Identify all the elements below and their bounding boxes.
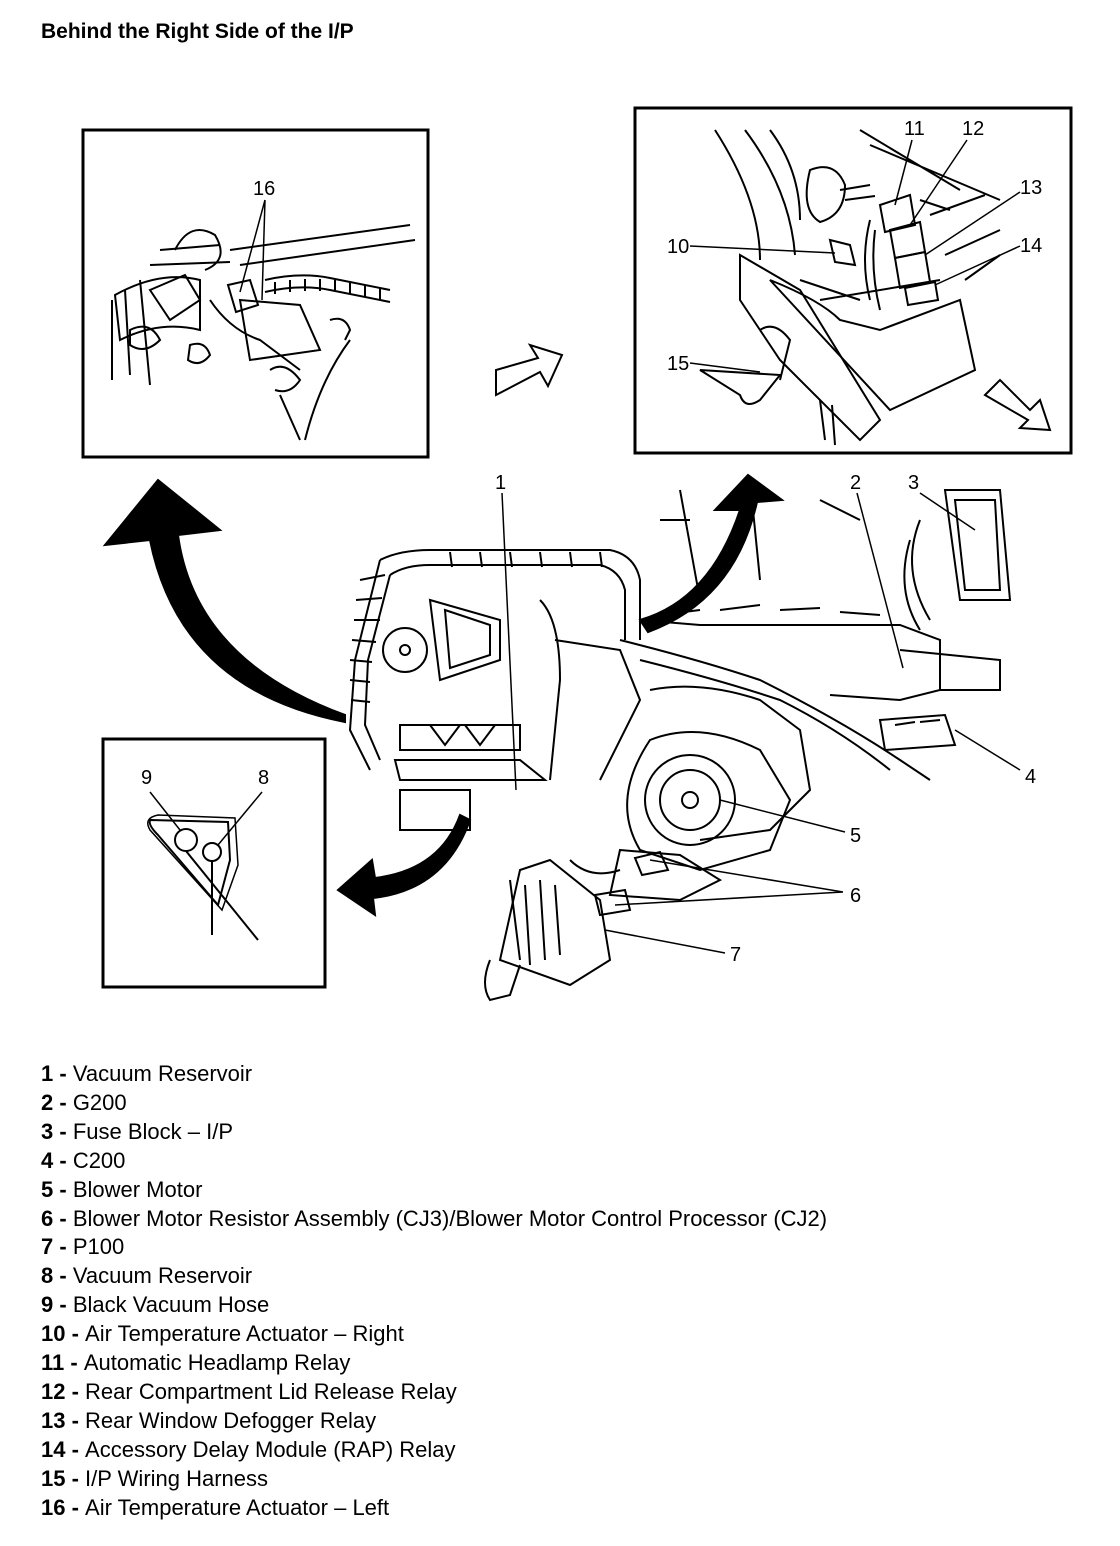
legend-item: 6 - Blower Motor Resistor Assembly (CJ3)… [41, 1205, 828, 1231]
legend-item: 1 - Vacuum Reservoir [41, 1061, 253, 1086]
curved-arrow-up-left-icon [102, 478, 346, 724]
legend-item: 2 - G200 [41, 1089, 127, 1115]
legend-item: 5 - Blower Motor [41, 1176, 203, 1202]
page-title: Behind the Right Side of the I/P [41, 20, 354, 43]
callout-7: 7 [730, 944, 741, 966]
legend-item: 7 - P100 [41, 1234, 125, 1260]
inset-air-temp-actuator-left [81, 128, 430, 459]
callout-2: 2 [850, 472, 861, 494]
inset-vacuum-reservoir [101, 737, 327, 989]
callout-1: 1 [495, 472, 506, 494]
legend-item: 12 - Rear Compartment Lid Release Relay [41, 1378, 457, 1404]
component-legend: 1 - Vacuum Reservoir 2 - G200 3 - Fuse B… [41, 1060, 827, 1523]
callout-13: 13 [1020, 177, 1042, 199]
legend-item: 10 - Air Temperature Actuator – Right [41, 1321, 404, 1347]
callout-11: 11 [904, 118, 925, 140]
direction-arrow-icon [495, 343, 564, 397]
curved-arrow-down-left-icon [336, 813, 472, 918]
callout-5: 5 [850, 825, 861, 847]
curved-arrow-up-right-icon [638, 473, 785, 634]
main-hvac-assembly [348, 479, 1012, 1002]
callout-12: 12 [962, 118, 984, 140]
legend-item: 8 - Vacuum Reservoir [41, 1263, 253, 1289]
callout-10: 10 [667, 236, 689, 258]
callout-4: 4 [1025, 766, 1036, 788]
legend-item: 9 - Black Vacuum Hose [41, 1292, 270, 1318]
callout-14: 14 [1020, 235, 1042, 257]
callout-8: 8 [258, 767, 269, 789]
callout-15: 15 [667, 353, 689, 375]
legend-item: 16 - Air Temperature Actuator – Left [41, 1494, 390, 1520]
direction-arrow-icon [983, 378, 1052, 432]
legend-item: 3 - Fuse Block – I/P [41, 1118, 233, 1144]
legend-item: 13 - Rear Window Defogger Relay [41, 1407, 377, 1433]
legend-item: 15 - I/P Wiring Harness [41, 1465, 269, 1491]
leader-lines [149, 139, 1021, 954]
component-location-diagram: 1 2 3 4 5 6 7 8 9 10 11 12 13 14 15 16 [81, 106, 1073, 1002]
callout-9: 9 [141, 767, 152, 789]
callout-6: 6 [850, 885, 861, 907]
legend-item: 4 - C200 [41, 1147, 126, 1173]
inset-relay-center [633, 106, 1073, 455]
callout-3: 3 [908, 472, 919, 494]
callout-labels: 1 2 3 4 5 6 7 8 9 10 11 12 13 14 15 16 [141, 118, 1042, 966]
callout-16: 16 [253, 178, 275, 200]
legend-item: 11 - Automatic Headlamp Relay [41, 1350, 351, 1376]
legend-item: 14 - Accessory Delay Module (RAP) Relay [41, 1436, 456, 1462]
